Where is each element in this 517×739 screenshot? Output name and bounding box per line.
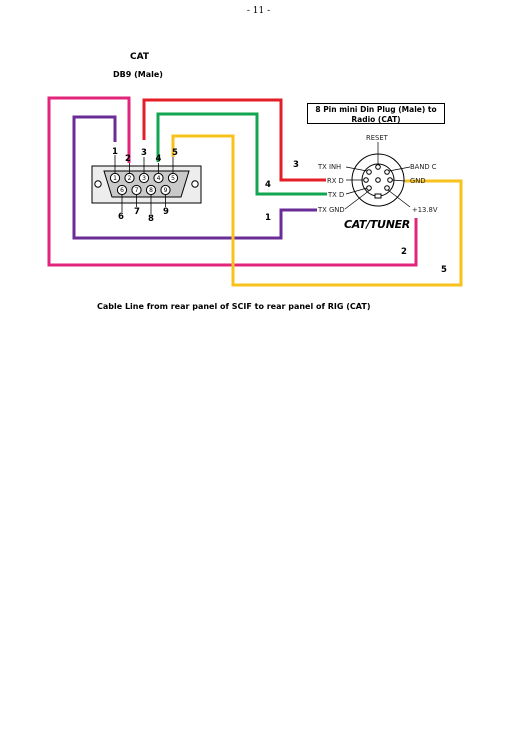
db9-mount-hole-right	[191, 180, 199, 188]
cat-tuner-brand: CAT/TUNER	[344, 218, 410, 231]
din-label-gnd: GND	[410, 177, 426, 185]
din-pin-labels: RESET TX INH BAND C RX D GND TX D TX GND…	[317, 134, 438, 214]
wire-label-4: 4	[265, 180, 271, 190]
din-pin	[384, 169, 390, 175]
db9-pin-number: 3	[142, 175, 146, 182]
wire-yellow	[171, 134, 463, 287]
db9-callout-5: 5	[172, 148, 178, 158]
db9-pin	[153, 172, 164, 184]
db9-callout-9: 9	[163, 207, 169, 217]
db9-pin-number: 6	[120, 187, 124, 194]
din-pin	[375, 177, 381, 183]
din-label-tx-gnd: TX GND	[317, 206, 345, 214]
db9-connector: 1 2 3 4 5 6 7 8 9	[91, 147, 202, 224]
din-pin	[387, 177, 393, 183]
db9-pin-number: 9	[164, 187, 168, 194]
wire-purple	[72, 115, 317, 240]
din-leader-lines	[344, 142, 411, 210]
wire-number-labels: 1 2 3 4 5	[265, 160, 447, 275]
db9-callout-2: 2	[125, 154, 131, 164]
db9-pin	[109, 172, 121, 184]
wire-label-1: 1	[265, 213, 271, 223]
din-key	[374, 193, 382, 199]
db9-callout-4: 4	[156, 154, 162, 164]
din-pin	[384, 185, 390, 191]
wire-green	[156, 112, 327, 196]
wire-label-3: 3	[293, 160, 299, 170]
db9-pin-number: 5	[171, 175, 175, 182]
din-label-tx-inh: TX INH	[317, 163, 341, 171]
db9-pin	[131, 184, 142, 196]
db9-pin	[167, 172, 179, 184]
db9-pin	[145, 184, 157, 196]
din-label-reset: RESET	[366, 134, 389, 142]
db9-pin-number: 4	[157, 175, 161, 182]
din-pin	[366, 169, 372, 175]
db9-bottom-pins: 6 7 8 9	[116, 184, 171, 196]
wire-red	[142, 98, 326, 182]
db9-pin-number: 8	[149, 187, 153, 194]
db9-callout-3: 3	[141, 148, 147, 158]
db9-pin	[160, 184, 171, 196]
db9-pin	[138, 172, 150, 184]
db9-callout-8: 8	[148, 214, 154, 224]
din-pin	[366, 185, 372, 191]
din-pin	[375, 164, 381, 170]
din-plug-title: 8 Pin mini Din Plug (Male) to Radio (CAT…	[307, 103, 445, 124]
db9-pin	[116, 184, 128, 196]
diagram-caption: Cable Line from rear panel of SCIF to re…	[97, 302, 371, 311]
db9-pin-number: 2	[128, 175, 132, 182]
cat-label: CAT	[130, 52, 150, 62]
db9-callout-6: 6	[118, 212, 124, 222]
db9-callout-1: 1	[112, 147, 118, 157]
wire-magenta	[47, 96, 418, 267]
page-number: - 11 -	[246, 6, 271, 16]
db9-pin-number: 7	[135, 187, 139, 194]
din-plug-title-line1: 8 Pin mini Din Plug (Male) to	[315, 105, 437, 114]
din-label-tx-d: TX D	[327, 191, 344, 199]
db9-leader-lines	[114, 155, 174, 214]
db9-mount-hole-left	[94, 180, 102, 188]
mini-din-connector	[344, 142, 411, 210]
din-label-rx-d: RX D	[327, 177, 344, 185]
din-plug-title-line2: Radio (CAT)	[351, 114, 401, 124]
din-label-band-c: BAND C	[410, 163, 437, 171]
din-pin	[363, 177, 369, 183]
din-label-13v8: +13.8V	[412, 206, 438, 214]
db9-callouts: 1 2 3 4 5 6 7 8 9	[112, 147, 178, 224]
db9-callout-7: 7	[134, 207, 140, 217]
db9-pin	[124, 172, 135, 184]
db9-label: DB9 (Male)	[113, 70, 163, 79]
wire-label-2: 2	[401, 247, 407, 257]
wire-label-5: 5	[441, 265, 447, 275]
db9-pin-number: 1	[113, 175, 117, 182]
db9-top-pins: 1 2 3 4 5	[109, 172, 179, 184]
